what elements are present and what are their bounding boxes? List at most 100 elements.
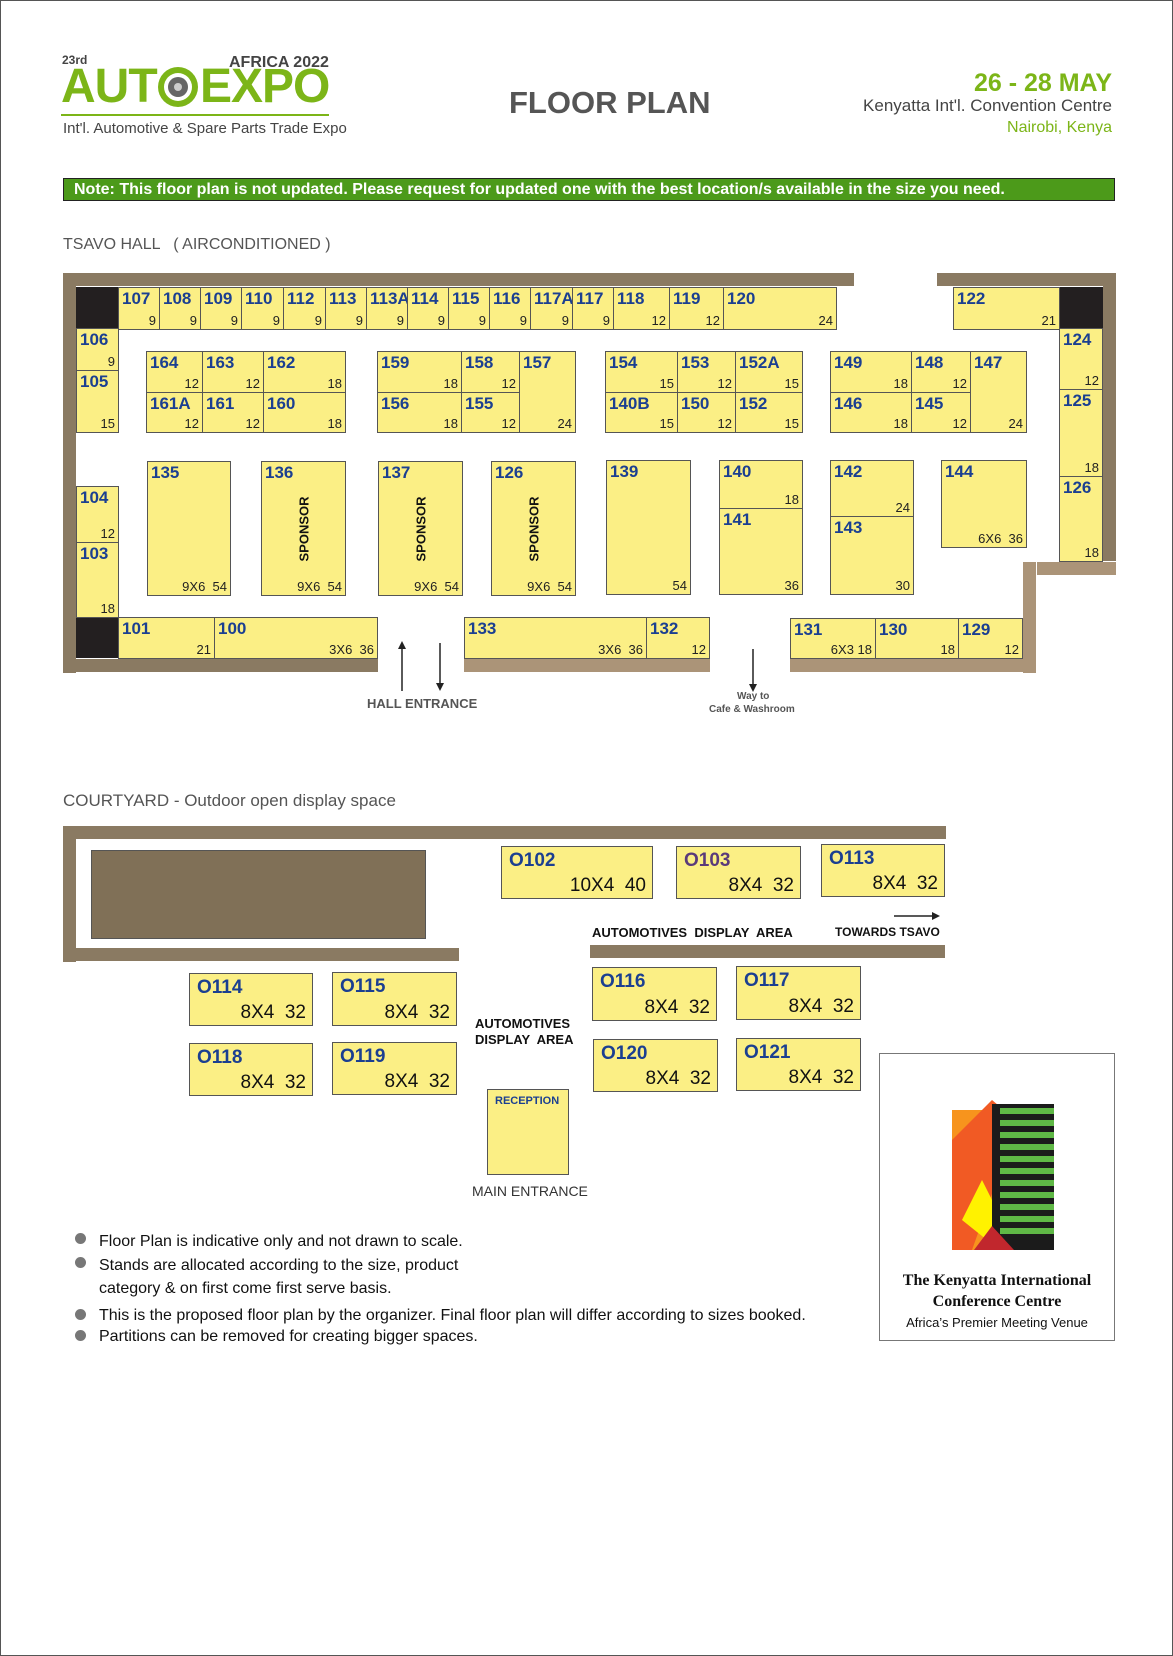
booth-number: 108	[163, 289, 192, 308]
entrance-arrows-icon	[398, 641, 444, 691]
booth-size: 18	[940, 642, 955, 657]
courtyard-building-block	[91, 850, 426, 939]
booth-number: 162	[267, 353, 296, 372]
booth-number: 133	[468, 619, 497, 638]
booth-number: 122	[957, 289, 986, 308]
booth-size: 18	[327, 376, 342, 391]
booth-size: 18	[443, 416, 458, 431]
booth-size: 18	[327, 416, 342, 431]
booth-size: 9	[314, 313, 322, 328]
booth-number: 118	[617, 289, 645, 308]
region-label: AFRICA 2022	[229, 54, 329, 71]
sponsor-label: SPONSOR	[526, 495, 541, 562]
kicc-slogan: Africa’s Premier Meeting Venue	[906, 1315, 1088, 1330]
booth-162[interactable]: 162 18	[263, 351, 346, 393]
display-area-divider	[590, 945, 945, 958]
hall-wall-right-step	[1037, 562, 1116, 575]
hall-wall-right-lower	[1023, 562, 1036, 673]
hall-entrance-label: HALL ENTRANCE	[367, 696, 478, 711]
booth-number: O121	[744, 1042, 791, 1063]
booth-number: 163	[206, 353, 235, 372]
booth-size: 8X4 32	[240, 1002, 307, 1023]
reception-desk[interactable]: RECEPTION	[487, 1089, 569, 1175]
hall-wall-bottom-left	[63, 659, 378, 672]
booth-number: 106	[80, 330, 109, 349]
logo-underline	[61, 114, 329, 116]
automotives-display-area-label: AUTOMOTIVES DISPLAY AREA	[592, 925, 793, 940]
